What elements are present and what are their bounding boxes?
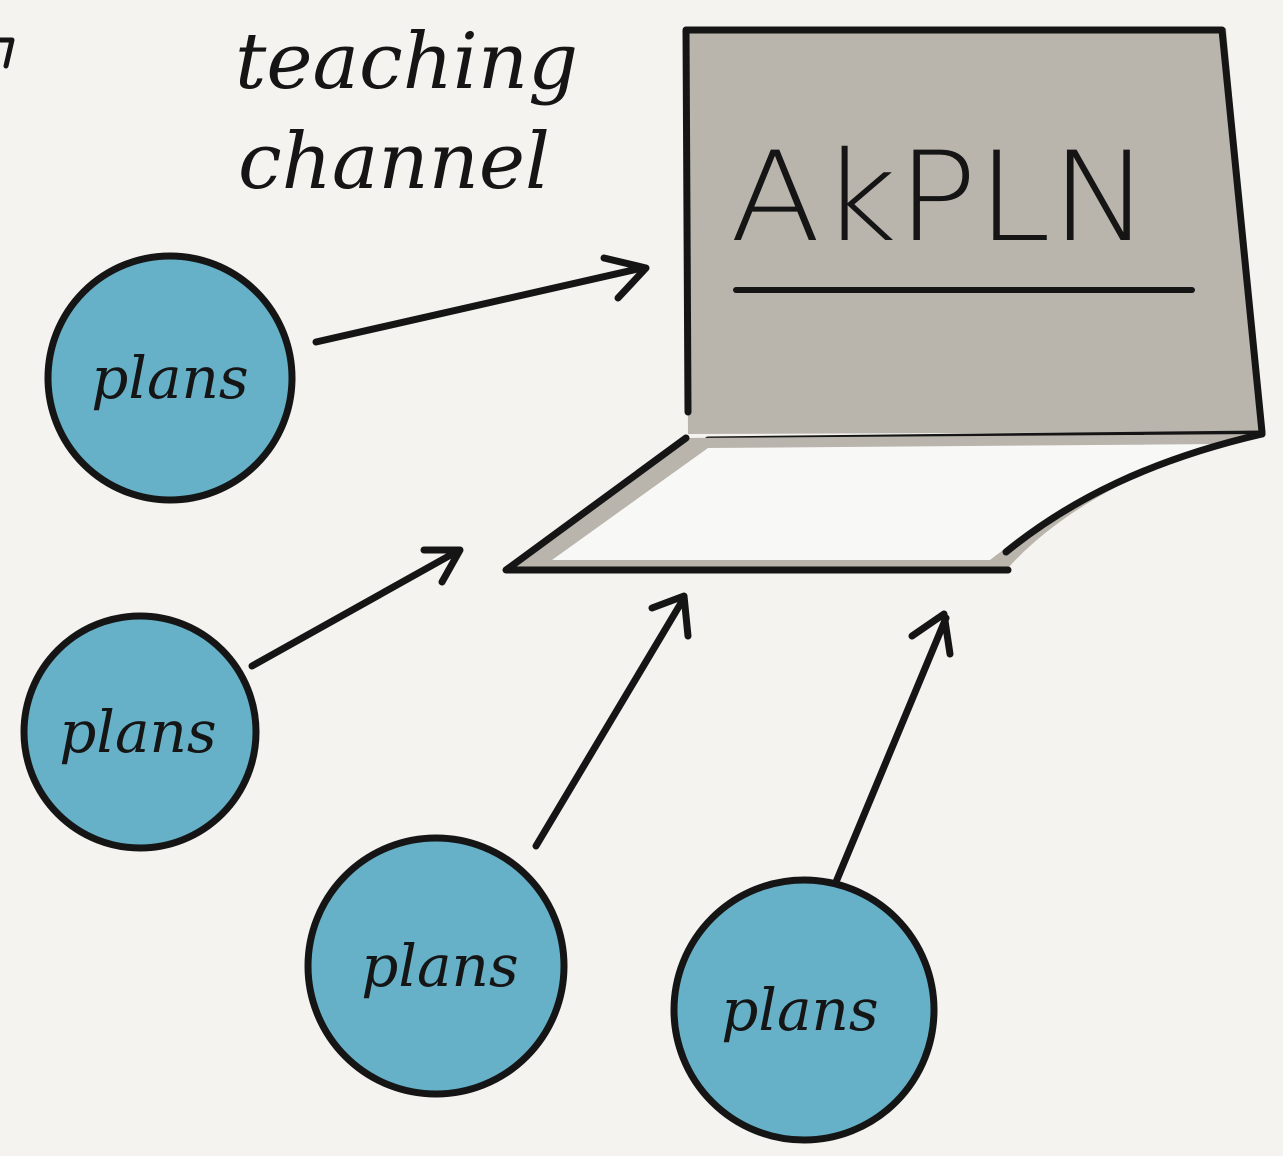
title-line-2: channel (238, 117, 550, 207)
laptop-screen-outline (682, 26, 1266, 436)
node-1: plans (44, 252, 296, 504)
laptop-screen-label: AkPLN (730, 126, 1150, 270)
node-4: plans (670, 876, 938, 1144)
arrows (248, 254, 954, 886)
node-3-label: plans (361, 932, 518, 1000)
edge-stroke (0, 37, 15, 69)
laptop: AkPLN (502, 26, 1266, 574)
node-2: plans (20, 612, 260, 852)
arrow-1 (312, 264, 646, 346)
title-line-1: teaching (235, 17, 578, 107)
node-1-label: plans (91, 344, 248, 412)
node-1-circle (44, 252, 296, 504)
arrow-4-head (908, 610, 954, 658)
laptop-keyboard (552, 444, 1220, 560)
node-2-circle (20, 612, 260, 852)
title: teaching channel (235, 17, 578, 207)
node-3-circle (304, 834, 568, 1098)
node-2-label: plans (59, 698, 216, 766)
arrow-2-head (420, 546, 464, 586)
node-3: plans (304, 834, 568, 1098)
arrow-1-head (600, 254, 650, 302)
arrow-2 (248, 548, 460, 670)
laptop-base-outline (502, 434, 1012, 574)
node-4-label: plans (721, 976, 878, 1044)
node-4-circle (670, 876, 938, 1144)
laptop-base-curve (1002, 430, 1266, 556)
arrow-4 (832, 614, 950, 886)
laptop-screen (686, 28, 1262, 434)
arrow-3-head (648, 592, 692, 640)
arrow-3 (532, 594, 688, 850)
